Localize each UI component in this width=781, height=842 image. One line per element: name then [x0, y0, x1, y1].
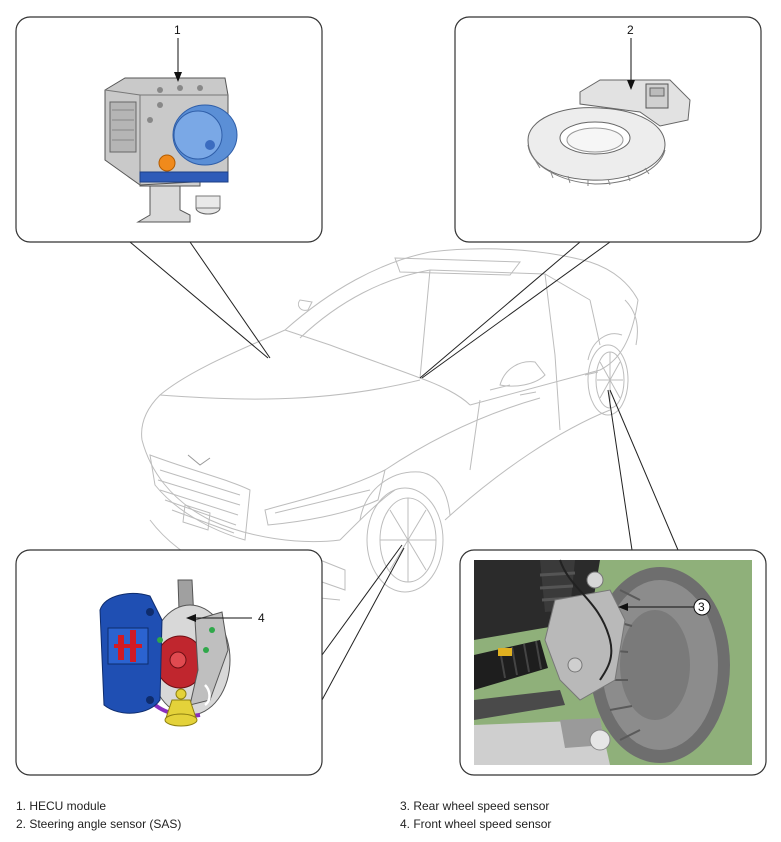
- legend-item-hecu: 1. HECU module: [16, 799, 107, 813]
- hecu-module-illustration: [104, 77, 238, 223]
- legend-item-front-wheel-speed-sensor: 4. Front wheel speed sensor: [400, 817, 552, 831]
- legend-item-sas: 2. Steering angle sensor (SAS): [16, 817, 182, 831]
- callout-box-rear-wheel-speed-sensor: 3: [459, 549, 767, 776]
- legend-item-rear-wheel-speed-sensor: 3. Rear wheel speed sensor: [400, 799, 550, 813]
- callout-number-2: 2: [627, 23, 634, 37]
- callout-number-4: 4: [258, 611, 265, 625]
- callout-number-3: 3: [698, 600, 705, 614]
- callout-box-hecu: 1: [15, 16, 323, 243]
- car-outline: [141, 248, 639, 601]
- callout-box-front-wheel-speed-sensor: 4: [15, 549, 323, 776]
- steering-angle-sensor-illustration: [527, 79, 691, 186]
- callout-number-1: 1: [174, 23, 181, 37]
- front-caliper-illustration: [99, 579, 231, 727]
- rear-hub-photo: [474, 559, 752, 765]
- legend-left: 1. HECU module 2. Steering angle sensor …: [16, 797, 181, 833]
- legend-right: 3. Rear wheel speed sensor 4. Front whee…: [400, 797, 551, 833]
- callout-box-sas: 2: [454, 16, 762, 243]
- leader-lines: [129, 241, 679, 701]
